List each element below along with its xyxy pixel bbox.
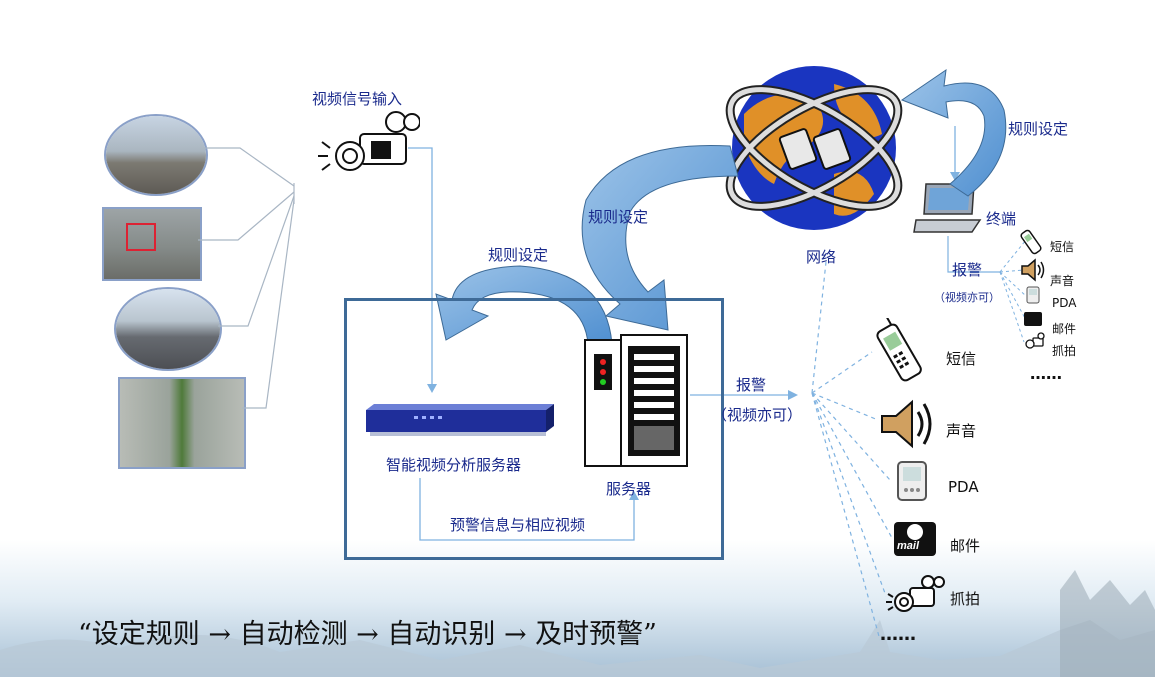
mobile-phone-icon — [876, 318, 922, 382]
small-output-sound: 声音 — [1050, 274, 1075, 288]
label-rule-set-left: 规则设定 — [488, 246, 549, 264]
snapshot-camera-icon — [886, 575, 945, 612]
video-camera-icon — [318, 111, 420, 171]
label-alarm-main-sub: （视频亦可） — [712, 406, 803, 424]
label-warning-info: 预警信息与相应视频 — [450, 516, 586, 534]
label-video-input: 视频信号输入 — [312, 90, 403, 108]
main-output-snapshot: 抓拍 — [950, 590, 981, 608]
label-terminal: 终端 — [986, 210, 1017, 228]
small-output-snapshot: 抓拍 — [1052, 344, 1077, 358]
mail-icon: mail — [894, 522, 936, 556]
label-rule-set-center: 规则设定 — [588, 208, 649, 226]
label-rule-set-right: 规则设定 — [1008, 120, 1069, 138]
mail-icon-text: mail — [897, 540, 920, 552]
small-output-mail: 邮件 — [1052, 322, 1077, 336]
pda-icon — [897, 461, 927, 501]
small-snapshot-camera-icon — [1025, 332, 1045, 349]
main-output-mail: 邮件 — [950, 537, 981, 555]
main-output-sms: 短信 — [946, 350, 977, 368]
small-mail-icon — [1024, 312, 1042, 326]
small-output-more: …… — [1030, 364, 1062, 383]
small-mobile-phone-icon — [1020, 229, 1042, 255]
main-output-sound: 声音 — [946, 422, 977, 440]
label-analysis-server: 智能视频分析服务器 — [386, 456, 522, 474]
small-output-pda: PDA — [1052, 296, 1077, 310]
camera-photo-overhead — [118, 377, 246, 469]
label-server: 服务器 — [606, 480, 652, 498]
small-speaker-icon — [1021, 258, 1045, 282]
camera-photo-road — [104, 114, 208, 196]
process-tagline: “设定规则 → 自动检测 → 自动识别 → 及时预警” — [78, 619, 657, 650]
server-rack-icon — [584, 334, 688, 467]
label-alarm-main: 报警 — [736, 376, 767, 394]
speaker-icon — [881, 399, 932, 449]
system-frame — [344, 298, 724, 560]
main-output-pda: PDA — [948, 478, 979, 496]
analysis-server-device-icon — [366, 404, 554, 436]
main-output-more: …… — [880, 624, 916, 645]
background-skyline — [0, 570, 1155, 677]
camera-photo-highway — [114, 287, 222, 371]
label-alarm-small: 报警 — [952, 261, 983, 279]
label-network: 网络 — [806, 248, 837, 266]
network-globe-icon — [725, 66, 903, 230]
label-alarm-small-sub: （视频亦可） — [934, 291, 1000, 304]
camera-photo-pedestrian — [102, 207, 202, 281]
small-output-sms: 短信 — [1050, 240, 1075, 254]
small-pda-icon — [1026, 286, 1040, 304]
